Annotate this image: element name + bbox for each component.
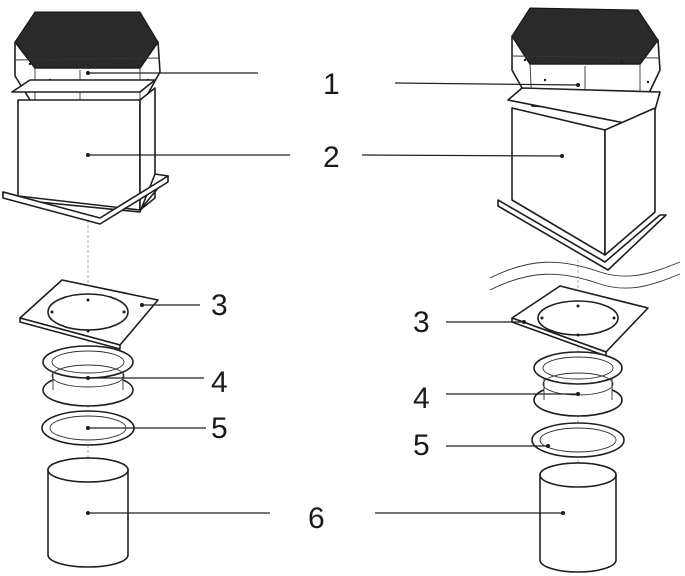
left-flange [42, 345, 134, 407]
callout-5-right: 5 [413, 429, 430, 462]
right-assembly [489, 7, 681, 573]
callout-3-left: 3 [211, 289, 228, 322]
left-assembly [2, 11, 169, 568]
right-flange [533, 351, 623, 417]
right-mounting-plate [511, 285, 649, 357]
callout-5-left: 5 [211, 412, 228, 445]
leader-lines [88, 72, 579, 514]
callout-4-left: 4 [211, 366, 228, 399]
right-ring [531, 422, 625, 458]
callout-1: 1 [323, 68, 340, 101]
callout-3-right: 3 [413, 306, 430, 339]
leader-line-1-right [394, 82, 579, 86]
leader-line-2-right [361, 154, 563, 157]
right-roof-surface [489, 261, 681, 291]
callout-4-right: 4 [413, 382, 430, 415]
right-mounting-duct [497, 87, 667, 271]
left-mounting-plate [19, 279, 159, 350]
left-roof-fan [14, 11, 161, 109]
left-mounting-duct [2, 79, 169, 225]
callout-6: 6 [308, 502, 325, 535]
right-pipe [539, 462, 617, 573]
callout-2: 2 [323, 141, 340, 174]
callout-labels: 1 2 3 3 4 4 5 5 6 [211, 68, 430, 535]
